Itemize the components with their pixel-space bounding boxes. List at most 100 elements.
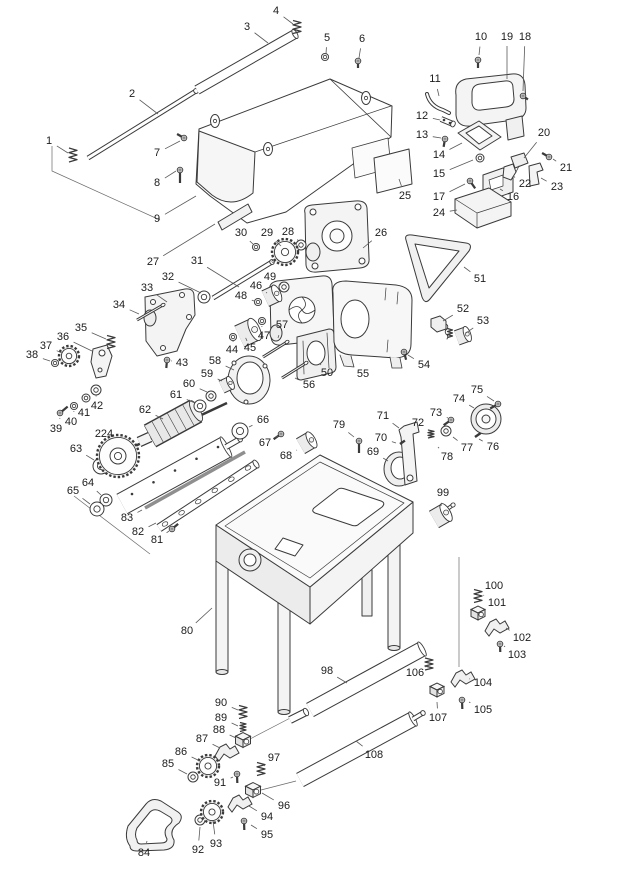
part-number: 16 <box>507 191 519 203</box>
gear-bore <box>110 448 126 464</box>
part-label-27: 27 <box>147 224 215 268</box>
screw-part <box>57 407 67 416</box>
part-label-68: 68 <box>280 450 297 462</box>
nut-part <box>70 402 77 409</box>
part-number: 103 <box>508 649 526 661</box>
mount-ear <box>211 115 220 128</box>
part-label-19: 19 <box>501 31 513 79</box>
part-number: 60 <box>183 378 195 390</box>
part-number: 63 <box>70 443 82 455</box>
screw-part <box>497 641 503 652</box>
part-number: 71 <box>377 410 389 422</box>
part-label-2: 2 <box>129 88 158 114</box>
part-label-65: 65 <box>67 485 90 504</box>
part-label-46: 46 <box>250 280 267 293</box>
part-number: 66 <box>257 414 269 426</box>
planer-blade <box>145 452 245 508</box>
blade-holder <box>159 459 260 528</box>
part-number: 106 <box>406 667 424 679</box>
part-number: 34 <box>113 299 125 311</box>
fan-baffle <box>228 356 270 404</box>
part-label-105: 105 <box>469 702 492 716</box>
part-number: 57 <box>276 319 288 331</box>
drum-screw-hole <box>195 457 198 461</box>
part-number: 41 <box>78 407 90 419</box>
long-bolt <box>282 361 309 378</box>
drum-screw-hole <box>173 469 177 472</box>
roller-journal <box>290 707 310 720</box>
washer-part <box>296 240 306 250</box>
part-label-94: 94 <box>249 806 273 823</box>
part-label-7: 7 <box>154 141 180 159</box>
part-label-50: 50 <box>320 364 333 379</box>
part-number: 5 <box>324 32 330 44</box>
screw-part <box>177 167 183 183</box>
part-label-48: 48 <box>235 290 254 302</box>
feed-roller <box>300 711 419 780</box>
part-number: 13 <box>416 129 428 141</box>
drum-screw-hole <box>152 480 155 484</box>
spring-part <box>425 658 433 670</box>
part-number: 108 <box>365 749 383 761</box>
part-number: 35 <box>75 322 87 334</box>
part-number: 29 <box>261 227 273 239</box>
part-label-28: 28 <box>282 226 299 241</box>
part-label-82: 82 <box>132 523 156 538</box>
part-label-37: 37 <box>40 340 62 353</box>
drive-belt <box>406 235 471 302</box>
part-number: 2 <box>129 88 135 100</box>
washer-part <box>476 154 484 162</box>
part-number: 79 <box>333 419 345 431</box>
part-label-79: 79 <box>333 419 354 437</box>
part-label-18: 18 <box>519 31 531 91</box>
pulley <box>471 404 501 434</box>
major-parts <box>91 74 543 851</box>
part-number: 58 <box>209 355 221 367</box>
part-label-5: 5 <box>324 32 330 54</box>
sprocket <box>272 239 298 265</box>
chain-belt <box>126 800 181 851</box>
part-label-80: 80 <box>181 608 212 637</box>
long-bolt <box>263 340 290 357</box>
part-number: 42 <box>91 400 103 412</box>
sprocket-lever <box>91 345 112 378</box>
screw-part <box>475 57 481 68</box>
part-number: 224 <box>95 428 113 440</box>
part-label-24: 24 <box>433 207 457 219</box>
holder-hole <box>178 510 185 516</box>
part-number: 82 <box>132 526 144 538</box>
long-bolt <box>137 303 166 320</box>
switch-lever <box>427 94 449 113</box>
sprocket <box>59 346 79 366</box>
guide-bracket <box>399 422 419 485</box>
part-label-10: 10 <box>475 31 487 55</box>
part-label-87: 87 <box>196 733 220 748</box>
pulley-part <box>457 325 473 342</box>
screw-part <box>356 438 362 453</box>
switch-housing <box>456 74 526 140</box>
block-part <box>236 733 251 748</box>
part-number: 21 <box>560 162 572 174</box>
construction-lines <box>52 146 459 790</box>
part-number: 3 <box>244 21 250 33</box>
screw-part <box>241 818 247 830</box>
part-label-98: 98 <box>321 665 347 683</box>
screw-part <box>234 771 240 783</box>
part-number: 4 <box>273 5 279 17</box>
screw-part <box>467 178 475 188</box>
part-label-9: 9 <box>154 196 196 225</box>
part-label-96: 96 <box>262 793 290 812</box>
part-number: 105 <box>474 704 492 716</box>
part-number: 6 <box>359 33 365 45</box>
part-number: 78 <box>441 451 453 463</box>
part-label-13: 13 <box>416 129 441 141</box>
holder-hole <box>228 476 235 482</box>
part-label-31: 31 <box>191 255 239 287</box>
part-number: 97 <box>268 752 280 764</box>
part-number: 61 <box>170 389 182 401</box>
part-number: 92 <box>192 844 204 856</box>
part-label-90: 90 <box>215 697 238 710</box>
part-number: 28 <box>282 226 294 238</box>
part-label-66: 66 <box>249 414 269 427</box>
part-number: 107 <box>429 712 447 724</box>
